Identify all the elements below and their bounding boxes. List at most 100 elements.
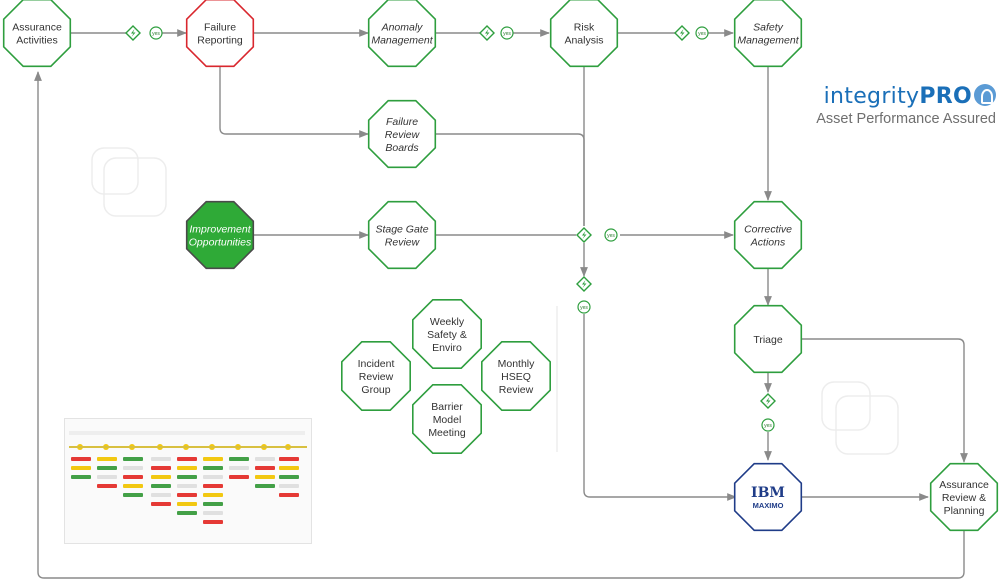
board-card bbox=[177, 475, 197, 479]
node-label: Weekly bbox=[430, 316, 465, 328]
node-label: Assurance bbox=[939, 479, 989, 491]
node-shape bbox=[411, 298, 483, 370]
node-label: Boards bbox=[385, 142, 419, 154]
node-maximo[interactable] bbox=[733, 462, 803, 532]
node-label: Group bbox=[361, 384, 390, 396]
board-card bbox=[97, 475, 117, 479]
node-shape bbox=[549, 0, 619, 68]
node-label: Actions bbox=[750, 237, 786, 249]
board-card bbox=[177, 457, 197, 461]
node-label: Model bbox=[433, 414, 462, 426]
gateway-3[interactable]: yes bbox=[674, 25, 709, 41]
board-card bbox=[123, 493, 143, 497]
node-shape bbox=[733, 304, 803, 374]
brand-leaf-icon bbox=[974, 84, 996, 106]
node-label: Safety & bbox=[427, 329, 467, 341]
gateway-yes-label: yes bbox=[764, 423, 772, 429]
board-card bbox=[203, 475, 223, 479]
board-card bbox=[279, 457, 299, 461]
node-shape bbox=[185, 0, 255, 68]
node-label: Management bbox=[737, 35, 799, 47]
brand-name-prefix: integrity bbox=[823, 84, 920, 109]
node-triage[interactable]: Triage bbox=[733, 304, 803, 374]
board-card bbox=[177, 502, 197, 506]
maximo-node[interactable]: IBM MAXIMO bbox=[751, 485, 785, 510]
lightning-icon bbox=[680, 29, 685, 37]
board-card bbox=[177, 511, 197, 515]
board-card bbox=[255, 457, 275, 461]
board-card bbox=[71, 457, 91, 461]
board-card bbox=[123, 484, 143, 488]
node-label: Barrier bbox=[431, 401, 463, 413]
node-label: Corrective bbox=[744, 224, 792, 236]
gateway-6[interactable]: yes bbox=[760, 393, 776, 432]
board-card bbox=[71, 475, 91, 479]
node-label: Meeting bbox=[428, 427, 466, 439]
node-label: Reporting bbox=[197, 35, 243, 47]
board-card bbox=[151, 457, 171, 461]
gateway-yes-circle bbox=[500, 26, 514, 40]
gateway-yes-label: yes bbox=[152, 31, 160, 37]
node-label: Assurance bbox=[12, 22, 62, 34]
node-label: Incident bbox=[358, 358, 395, 370]
board-card bbox=[177, 493, 197, 497]
node-shape bbox=[480, 340, 552, 412]
node-label: Review bbox=[499, 384, 534, 396]
node-label: Review bbox=[385, 129, 421, 141]
board-card bbox=[203, 511, 223, 515]
gateway-yes-circle bbox=[149, 26, 163, 40]
node-label: HSEQ bbox=[501, 371, 531, 383]
board-card bbox=[255, 466, 275, 470]
maximo-logo-text: MAXIMO bbox=[753, 501, 784, 510]
node-label: Monthly bbox=[498, 358, 536, 370]
node-shape bbox=[367, 0, 437, 68]
lightning-icon bbox=[485, 29, 490, 37]
node-label: Failure bbox=[386, 116, 418, 128]
gateway-1[interactable]: yes bbox=[125, 25, 163, 41]
node-label: Opportunities bbox=[189, 237, 252, 249]
node-label: Enviro bbox=[432, 342, 462, 354]
gateway-2[interactable]: yes bbox=[479, 25, 514, 41]
board-card bbox=[255, 484, 275, 488]
board-card bbox=[203, 493, 223, 497]
board-card bbox=[123, 457, 143, 461]
board-card bbox=[177, 484, 197, 488]
node-label: Management bbox=[371, 35, 433, 47]
gateway-4[interactable]: yes bbox=[576, 227, 618, 243]
node-shape bbox=[367, 99, 437, 169]
gateway-yes-circle bbox=[577, 300, 591, 314]
lightning-icon bbox=[766, 397, 771, 405]
node-shape bbox=[340, 340, 412, 412]
node-shape bbox=[733, 462, 803, 532]
gateway-yes-label: yes bbox=[503, 31, 511, 37]
gateway-yes-circle bbox=[695, 26, 709, 40]
board-card bbox=[151, 493, 171, 497]
brand-block: integrityPRO Asset Performance Assured bbox=[796, 84, 996, 127]
gateway-5[interactable]: yes bbox=[576, 276, 592, 314]
lightning-icon bbox=[582, 231, 587, 239]
board-card bbox=[229, 475, 249, 479]
board-card bbox=[177, 466, 197, 470]
board-card bbox=[255, 475, 275, 479]
board-card bbox=[151, 502, 171, 506]
gateway-yes-label: yes bbox=[580, 305, 588, 311]
node-label: Safety bbox=[753, 22, 784, 34]
node-label: Failure bbox=[204, 22, 236, 34]
brand-name: integrityPRO bbox=[824, 84, 972, 109]
brand-name-suffix: PRO bbox=[919, 84, 972, 109]
board-card bbox=[123, 466, 143, 470]
